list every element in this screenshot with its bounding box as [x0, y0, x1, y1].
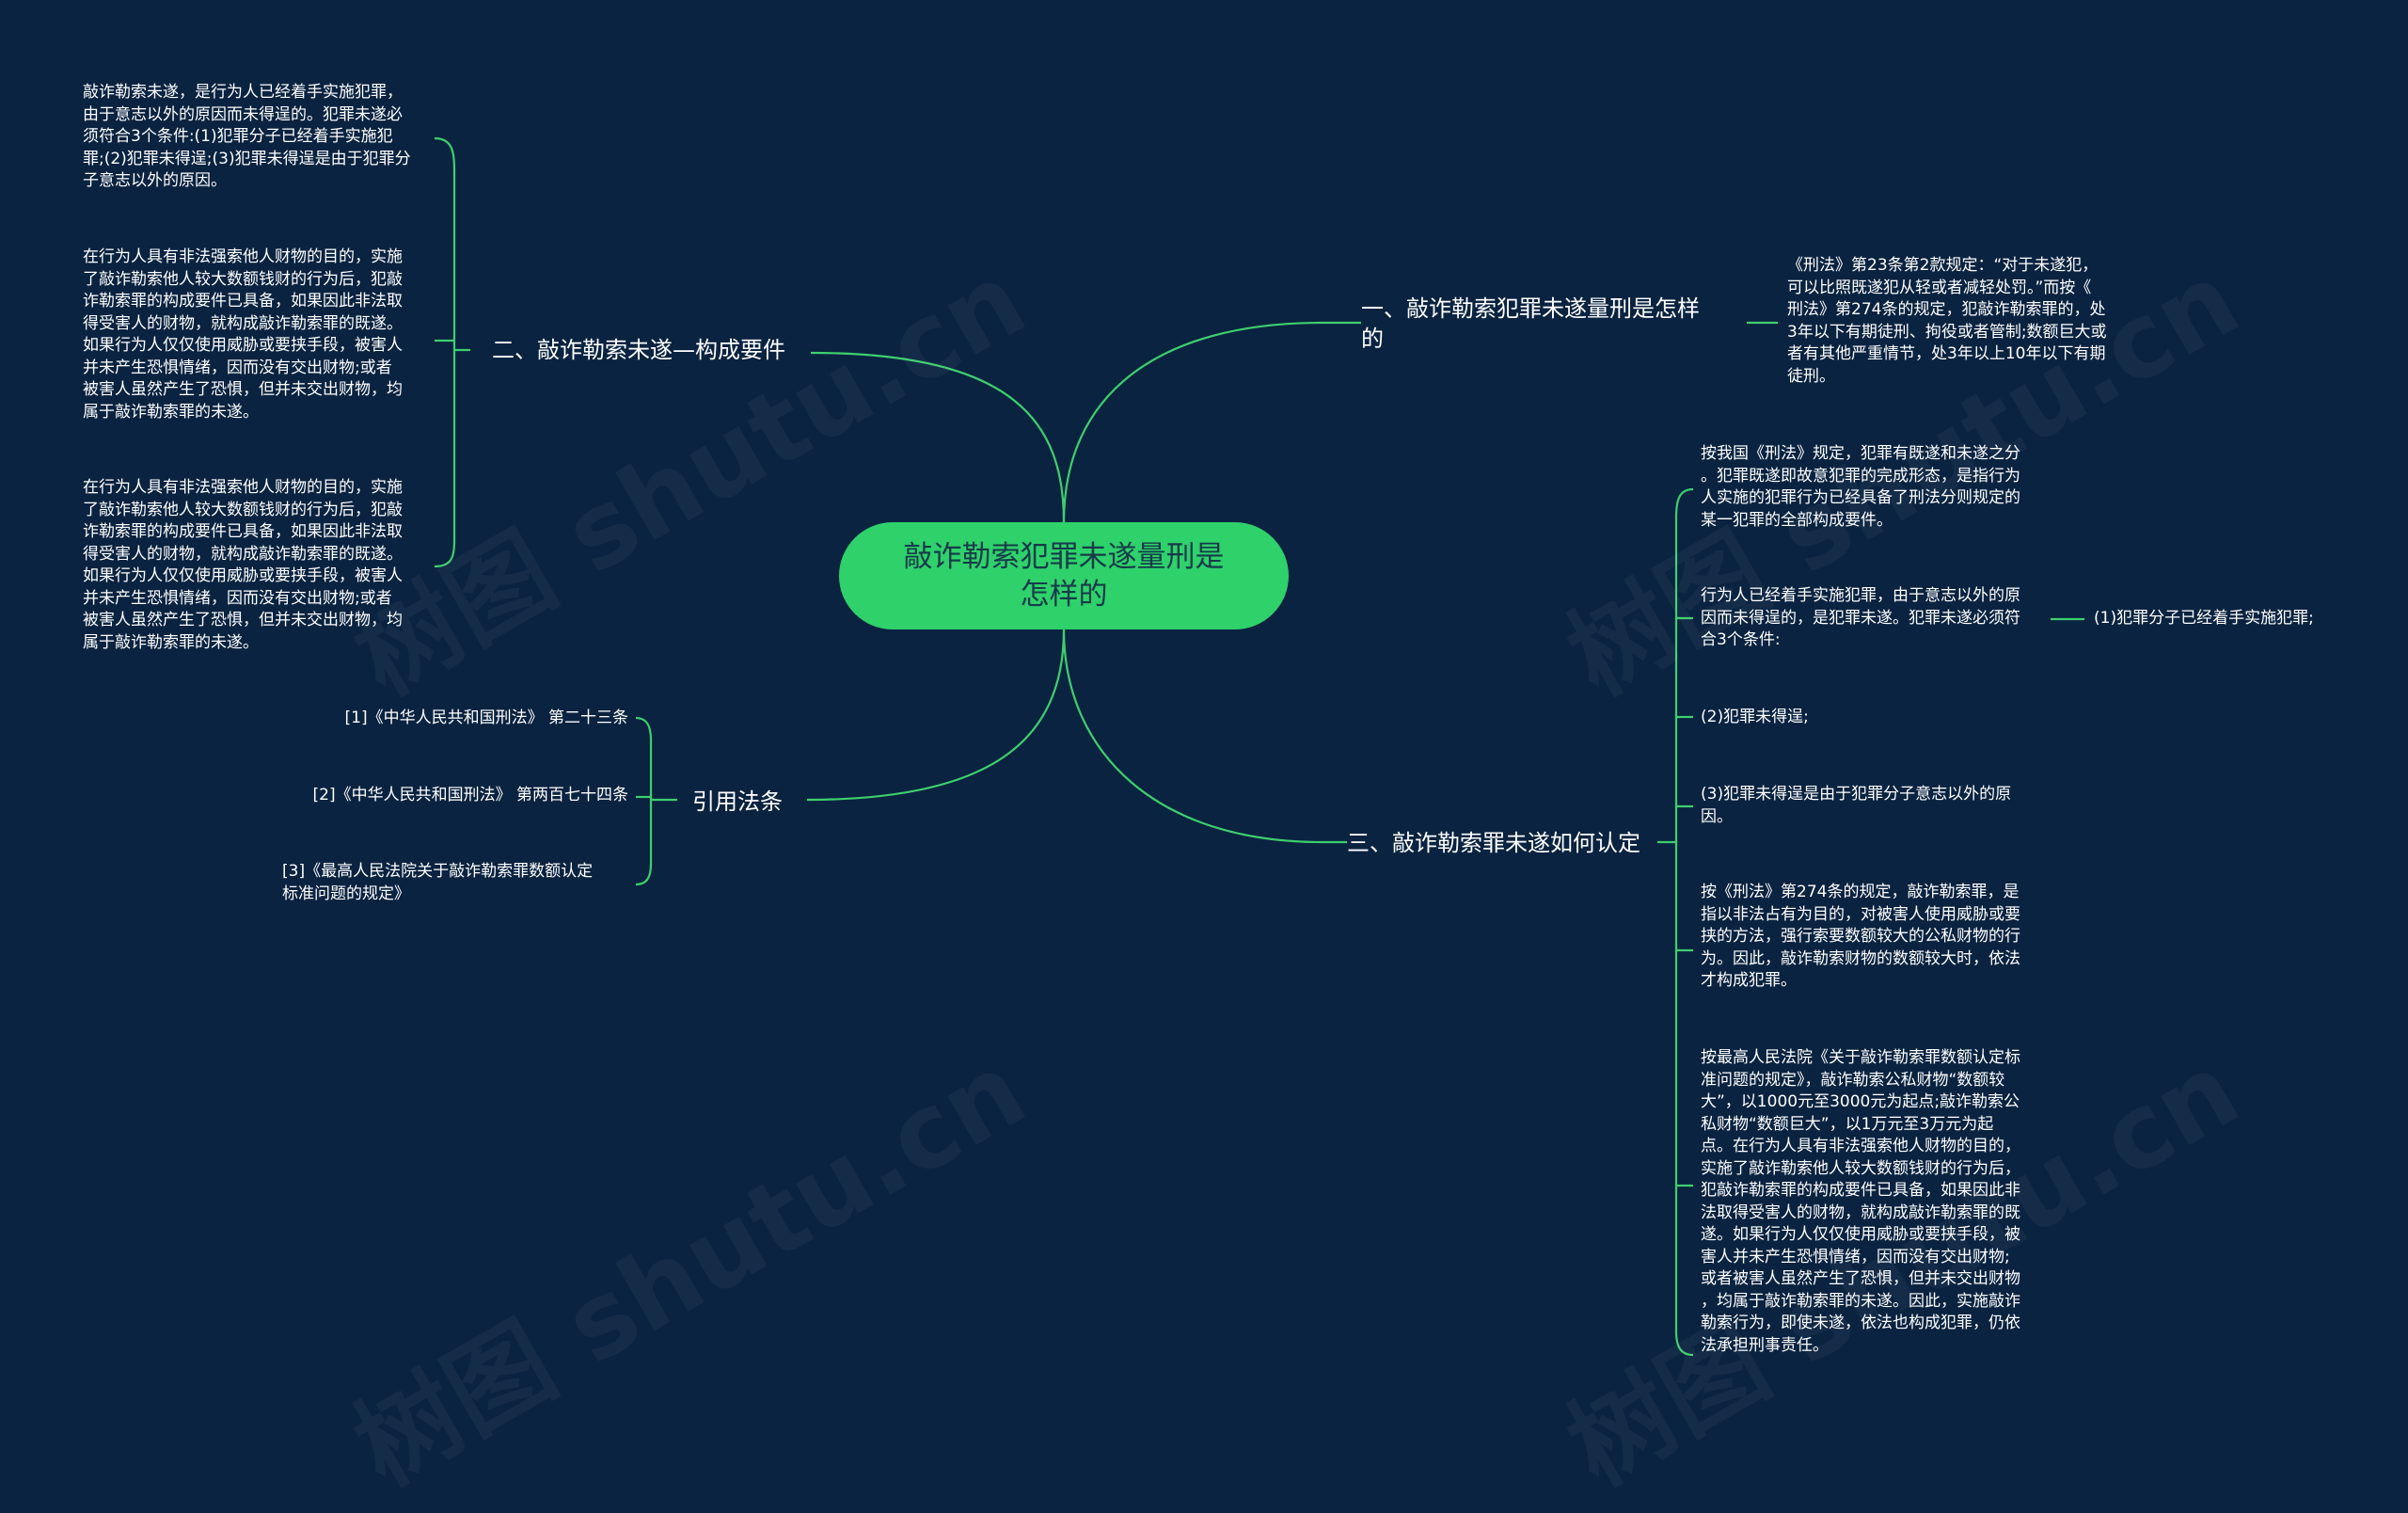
leaf-determination-5[interactable]: 按《刑法》第274条的规定，敲诈勒索罪，是 指以非法占有为目的，对被害人使用威胁…	[1701, 883, 2020, 990]
link-root-branch-4	[806, 629, 1066, 802]
leaf-determination-2[interactable]: 行为人已经着手实施犯罪，由于意志以外的原 因而未得逞的，是犯罪未遂。犯罪未遂必须…	[1701, 586, 2020, 649]
link-root-branch-1	[1062, 321, 1323, 523]
root-node[interactable]: 敲诈勒索犯罪未遂量刑是 怎样的	[839, 522, 1289, 629]
branch-determination[interactable]: 三、敲诈勒索罪未遂如何认定	[1347, 830, 1640, 856]
leaf-determination-condition-1[interactable]: (1)犯罪分子已经着手实施犯罪;	[2094, 609, 2314, 628]
branch-sentencing[interactable]: 一、敲诈勒索犯罪未遂量刑是怎样 的	[1361, 295, 1700, 352]
leaf-determination-3[interactable]: (2)犯罪未得逞;	[1701, 708, 1809, 726]
leaf-elements-definition[interactable]: 敲诈勒索未遂，是行为人已经着手实施犯罪， 由于意志以外的原因而未得逞的。犯罪未遂…	[83, 83, 411, 190]
link-root-branch-3	[1062, 629, 1323, 844]
leaf-determination-6[interactable]: 按最高人民法院《关于敲诈勒索罪数额认定标 准问题的规定》，敲诈勒索公私财物“数额…	[1701, 1048, 2020, 1355]
leaf-elements-case-a[interactable]: 在行为人具有非法强索他人财物的目的，实施 了敲诈勒索他人较大数额钱财的行为后，犯…	[83, 247, 403, 422]
leaf-elements-case-b[interactable]: 在行为人具有非法强索他人财物的目的，实施 了敲诈勒索他人较大数额钱财的行为后，犯…	[83, 478, 403, 652]
leaf-sentencing-law[interactable]: 《刑法》第23条第2款规定：“对于未遂犯， 可以比照既遂犯从轻或者减轻处罚。”而…	[1787, 256, 2107, 386]
branch-citations[interactable]: 引用法条	[692, 788, 783, 815]
mind-map-canvas: 树图 shutu.cn 树图 shutu.cn 树图 shutu.cn 树图 s…	[83, 83, 2314, 1508]
leaf-determination-1[interactable]: 按我国《刑法》规定，犯罪有既遂和未遂之分 。犯罪既遂即故意犯罪的完成形态，是指行…	[1701, 444, 2020, 530]
branch-elements[interactable]: 二、敲诈勒索未遂—构成要件	[492, 337, 785, 363]
bracket-branch-3	[1674, 487, 1694, 1357]
leaf-citation-2[interactable]: [2]《中华人民共和国刑法》 第两百七十四条	[312, 786, 628, 804]
leaf-determination-4[interactable]: (3)犯罪未得逞是由于犯罪分子意志以外的原 因。	[1701, 785, 2012, 826]
leaf-citation-3[interactable]: [3]《最高人民法院关于敲诈勒索罪数额认定 标准问题的规定》	[282, 862, 594, 903]
connector-lines	[434, 136, 2084, 1357]
bracket-branch-4	[635, 716, 653, 886]
leaf-citation-1[interactable]: [1]《中华人民共和国刑法》 第二十三条	[344, 709, 628, 727]
link-root-branch-2	[810, 351, 1066, 523]
bracket-branch-2	[434, 136, 456, 568]
